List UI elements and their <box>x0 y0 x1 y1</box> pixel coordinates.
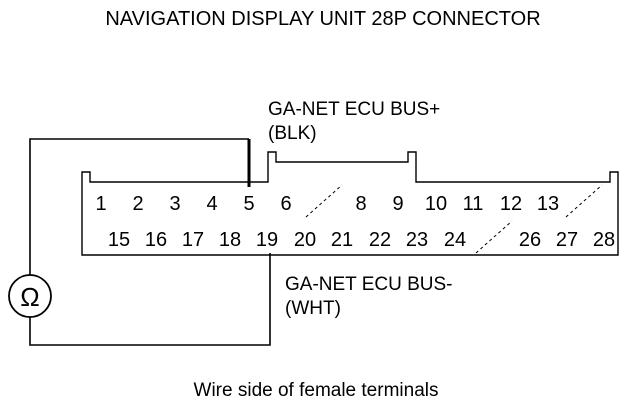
pin-label: 24 <box>444 229 466 251</box>
empty-terminal-7 <box>305 184 343 218</box>
pin-label: 17 <box>182 229 204 251</box>
pin-label: 1 <box>95 193 106 215</box>
pin-label: 19 <box>256 229 278 251</box>
pin-label: 8 <box>355 193 366 215</box>
pin-label: 5 <box>243 193 254 215</box>
pin-label: 15 <box>108 229 130 251</box>
pin-label: 26 <box>519 229 541 251</box>
bus-minus-label: GA-NET ECU BUS- <box>285 274 453 295</box>
bus-plus-label: GA-NET ECU BUS+ <box>268 99 440 120</box>
pin-label: 18 <box>219 229 241 251</box>
bus-minus-color: (WHT) <box>285 298 341 319</box>
pin-label: 23 <box>406 229 428 251</box>
pin-label: 28 <box>593 229 615 251</box>
ohmmeter-circle <box>8 274 52 318</box>
pin-label: 21 <box>331 229 353 251</box>
bus-plus-color: (BLK) <box>268 123 317 144</box>
ohm-icon: Ω <box>20 282 39 312</box>
pin-label: 2 <box>132 193 143 215</box>
probe-wire-upper <box>29 138 249 275</box>
pin-label: 3 <box>169 193 180 215</box>
pin-label: 11 <box>463 193 484 215</box>
pin-label: 27 <box>556 229 578 251</box>
pin-label: 13 <box>537 193 559 215</box>
pins-top-row: 1 2 3 4 5 6 8 9 10 11 12 13 <box>95 193 559 215</box>
pin-label: 4 <box>206 193 217 215</box>
pins-bottom-row: 15 16 17 18 19 20 21 22 23 24 26 27 28 <box>108 229 615 251</box>
pin-label: 20 <box>294 229 316 251</box>
probe-wire-lower <box>29 253 271 346</box>
pin-label: 9 <box>392 193 403 215</box>
pin-label: 16 <box>145 229 167 251</box>
pin-label: 10 <box>425 193 447 215</box>
ohmmeter: Ω <box>8 274 52 318</box>
empty-terminal-14 <box>565 184 603 218</box>
empty-terminal-25 <box>475 220 513 254</box>
diagram-title: NAVIGATION DISPLAY UNIT 28P CONNECTOR <box>105 8 540 30</box>
connector-housing <box>81 151 619 256</box>
pin-label: 22 <box>369 229 391 251</box>
pin-label: 12 <box>500 193 522 215</box>
diagram-caption: Wire side of female terminals <box>194 380 439 401</box>
pin-label: 6 <box>280 193 291 215</box>
